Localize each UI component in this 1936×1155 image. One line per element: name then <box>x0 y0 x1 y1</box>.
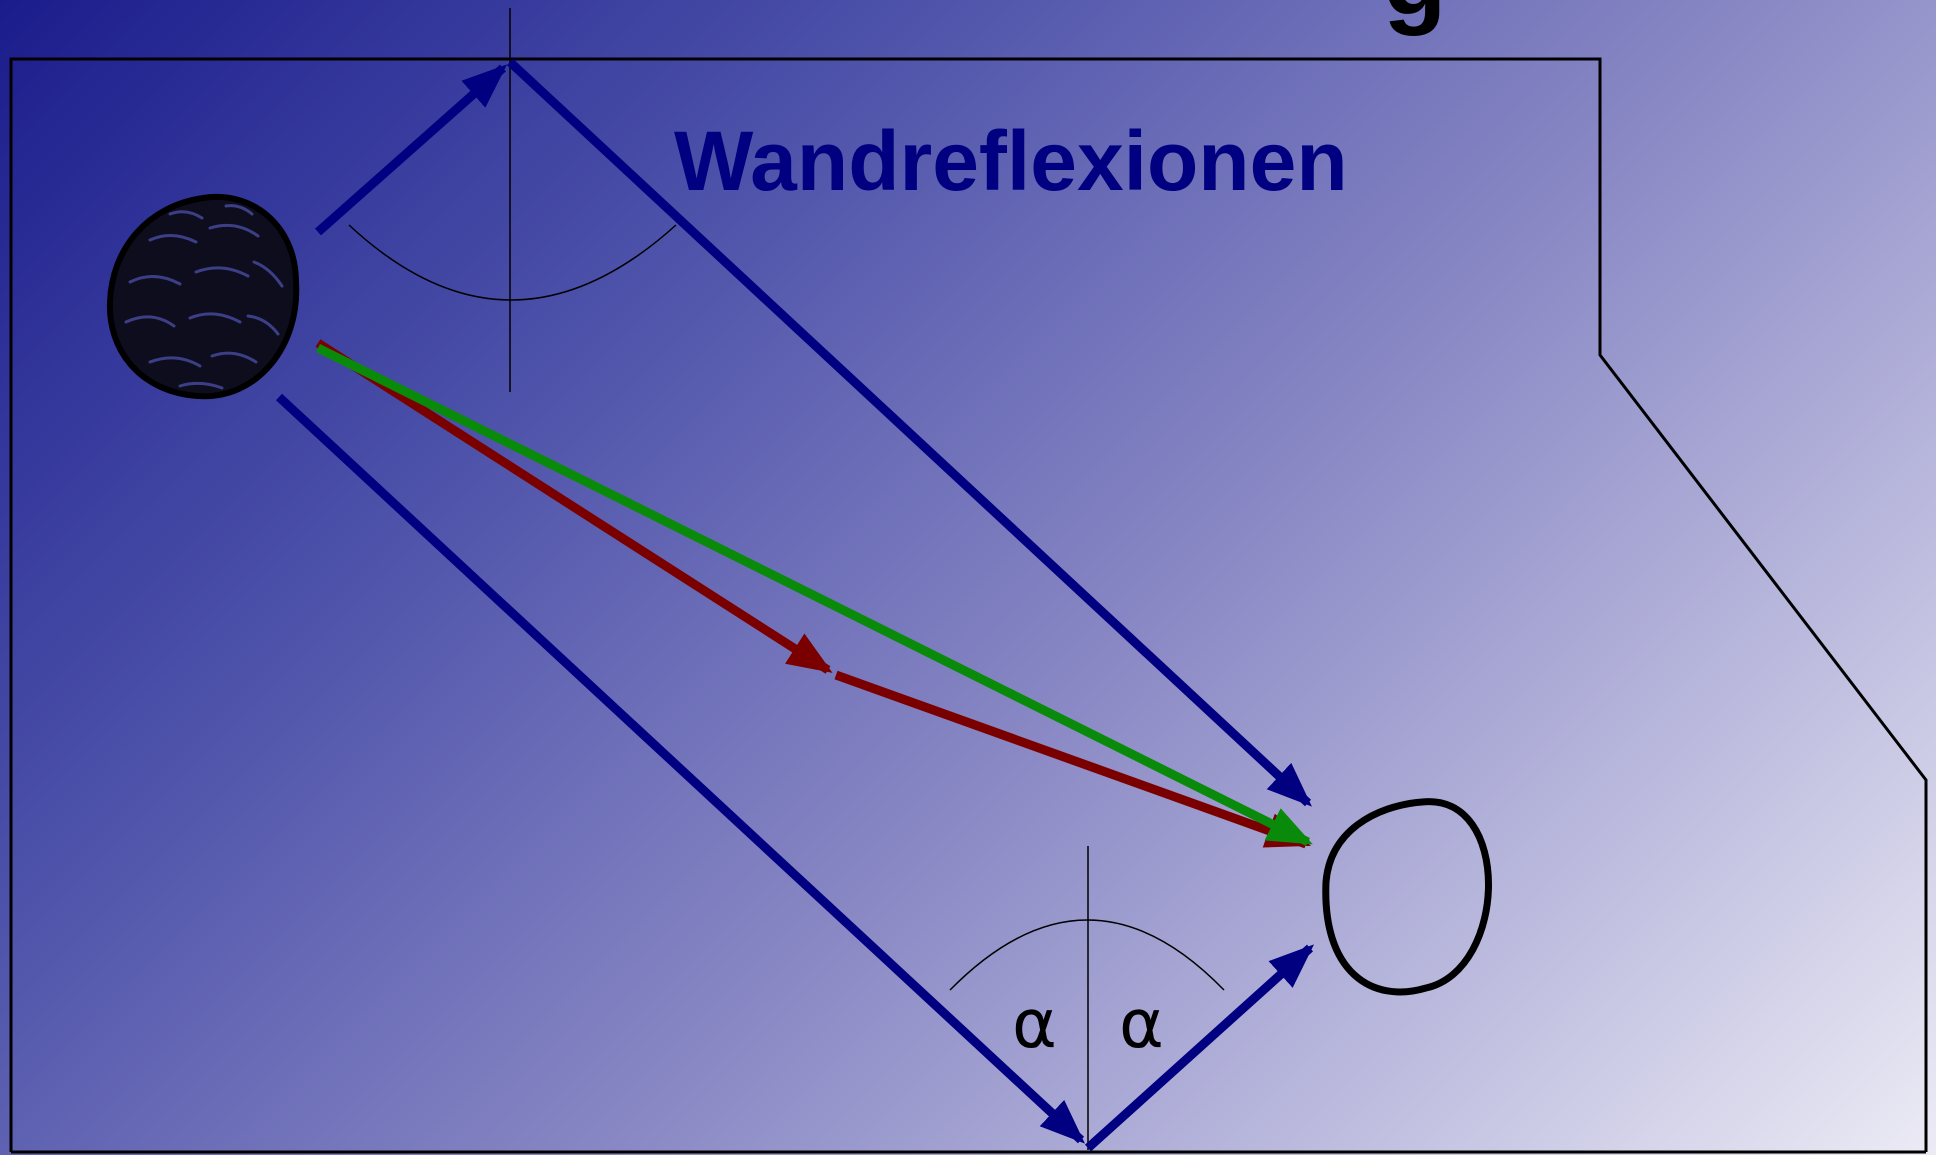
sound-source-scribble <box>110 197 296 396</box>
bottom-angle-arc <box>950 920 1224 990</box>
room-walls <box>11 59 1926 1152</box>
ceiling-incident-ray <box>318 68 503 232</box>
heading-fragment: g <box>1383 0 1447 37</box>
angle-label-reflected: α <box>1119 985 1164 1064</box>
diffracted-ray-second-segment <box>836 675 1306 844</box>
diagram-title: Wandreflexionen <box>674 114 1348 208</box>
receiver-circle <box>1326 802 1489 992</box>
top-angle-arc <box>349 225 676 300</box>
angle-label-incident: α <box>1012 985 1057 1064</box>
floor-incident-ray <box>279 397 1081 1140</box>
direct-ray <box>318 348 1308 842</box>
